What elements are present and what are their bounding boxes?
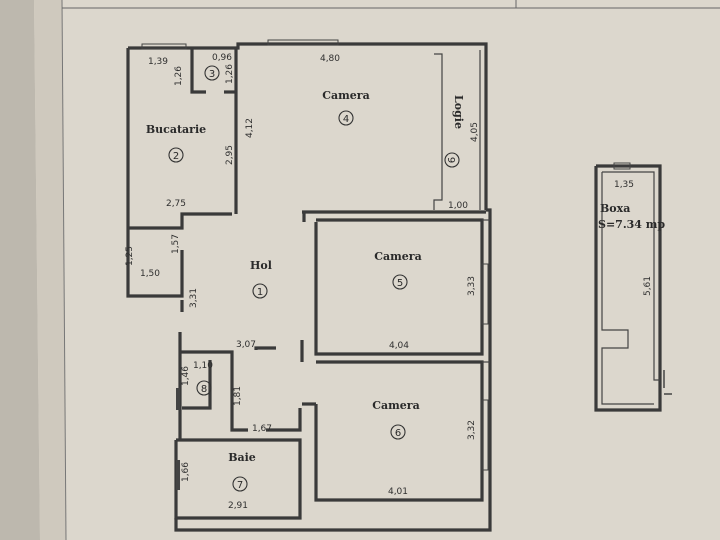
dimension-label: 1,67 <box>252 424 272 434</box>
room-number-camera-5: 5 <box>397 278 403 289</box>
room-label-kitchen: Bucatarie <box>146 123 206 136</box>
dimension-label: 4,80 <box>320 54 340 64</box>
dimension-label: 4,12 <box>245 118 255 138</box>
dimension-label: 1,00 <box>448 201 468 211</box>
dimension-label: 3,07 <box>236 340 256 350</box>
dimension-label: 1,50 <box>140 269 160 279</box>
dimension-label: 4,04 <box>389 341 409 351</box>
dimension-label: 1,46 <box>181 366 191 386</box>
room-label-hol: Hol <box>250 259 272 272</box>
room-marker-baie <box>232 476 248 492</box>
room-marker-kitchen <box>168 147 184 163</box>
window-marks <box>141 39 489 490</box>
dimension-label: 3,31 <box>189 288 199 308</box>
dimension-label: 1,81 <box>233 386 243 406</box>
room-label-camera-4: Camera <box>322 89 369 102</box>
paper <box>34 0 720 540</box>
dimension-label: 3,32 <box>467 420 477 440</box>
dimension-label: 1,25 <box>125 246 135 266</box>
storage-length: 5,61 <box>643 276 653 296</box>
room-label-logie: Logie <box>452 95 465 129</box>
room-number-camera-4: 4 <box>343 114 349 125</box>
room-number-hol: 1 <box>257 287 263 298</box>
storage-width: 1,35 <box>614 180 634 190</box>
room-number-8: 8 <box>201 384 207 395</box>
dimension-label: 2,75 <box>166 199 186 209</box>
room-number-kitchen: 2 <box>173 151 179 162</box>
dimension-label: 1,39 <box>148 57 168 67</box>
storage-label: Boxa <box>600 202 630 215</box>
dimension-label: 0,96 <box>212 53 232 63</box>
room-marker-8 <box>196 380 212 396</box>
dimension-label: 4,01 <box>388 487 408 497</box>
paper-margin <box>34 0 66 540</box>
room-marker-camera-4 <box>338 110 354 126</box>
room-marker-camera-6 <box>390 424 406 440</box>
dimension-label: 4,05 <box>470 122 480 142</box>
apartment-walls <box>126 42 492 532</box>
room-marker-hol <box>252 283 268 299</box>
room-label-baie: Baie <box>228 451 256 464</box>
room-number-logie: 9 <box>445 157 456 163</box>
storage-boxa <box>594 162 672 412</box>
room-number-camera-6: 6 <box>395 428 401 439</box>
dimension-label: 1,57 <box>171 234 181 254</box>
room-marker-3 <box>204 65 220 81</box>
dimension-label: 2,91 <box>228 501 248 511</box>
room-number-baie: 7 <box>237 480 243 491</box>
dimension-label: 3,33 <box>467 276 477 296</box>
dimension-label: 1,26 <box>225 64 235 84</box>
dimension-label: 1,66 <box>181 462 191 482</box>
room-label-camera-6: Camera <box>372 399 419 412</box>
dimension-label: 2,95 <box>225 145 235 165</box>
room-marker-logie <box>444 152 460 168</box>
room-number-3: 3 <box>209 69 215 80</box>
margin-line <box>61 0 67 540</box>
dimension-label: 1,26 <box>174 66 184 86</box>
dimension-label: 1,10 <box>193 361 213 371</box>
room-marker-camera-5 <box>392 274 408 290</box>
room-label-camera-5: Camera <box>374 250 421 263</box>
storage-area: S=7.34 mp <box>598 218 665 231</box>
